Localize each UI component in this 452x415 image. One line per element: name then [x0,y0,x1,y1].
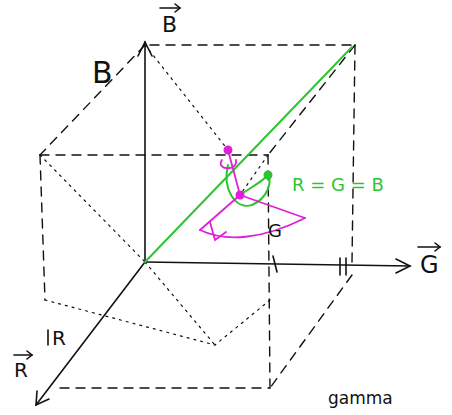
dot [224,146,233,155]
arrow-head [396,259,410,273]
vector-label: R [14,360,28,380]
vector-label: G [420,253,439,277]
tick-label: G [268,222,282,240]
cube-edges [40,45,355,390]
tick [339,258,341,275]
dotted-guides [40,45,270,345]
arrow-head [36,391,49,405]
r-axis [36,262,145,405]
tick [273,256,277,272]
axis-label: B [92,58,113,88]
dot [236,191,245,200]
dot [264,171,273,180]
vector-label: B [162,14,177,36]
b-axis [144,42,146,262]
note-label: gamma [328,390,393,407]
equation-label: R = G = B [292,176,384,194]
vector-bar [435,243,440,251]
arrow-head [138,42,152,56]
vector-bar [27,351,32,359]
vector-bar [418,246,440,248]
axis-label: R [52,328,66,348]
vector-bar [160,7,180,9]
hue-cone [200,150,305,240]
tick [345,258,347,275]
vector-bar [175,4,180,12]
tick [47,330,49,345]
vector-bar [14,354,32,356]
g-axis [145,262,410,266]
grey-axis [145,47,352,262]
